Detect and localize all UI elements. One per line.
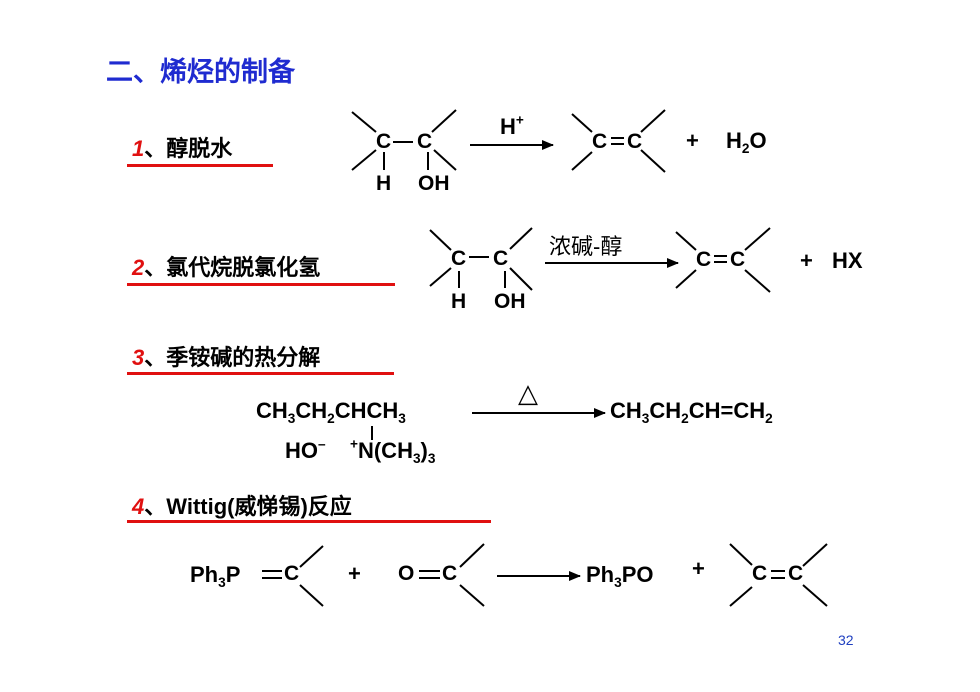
heat-symbol: △ [518, 378, 538, 408]
catalyst-label: H+ [500, 112, 524, 139]
plus-sign: + [800, 248, 813, 273]
bond-line [509, 227, 533, 250]
atom-label: C [451, 247, 467, 270]
page-number: 32 [838, 632, 854, 648]
bond-line [459, 543, 485, 568]
atom-label: C [752, 562, 768, 585]
plus-sign: + [692, 556, 705, 581]
bond-line [675, 231, 697, 251]
page-title: 二、烯烃的制备 [106, 57, 295, 87]
bond-line [509, 267, 533, 291]
bond-line [571, 151, 593, 171]
atom-label: C [376, 130, 392, 153]
atom-label: H [451, 290, 467, 313]
bond-line [744, 269, 771, 293]
bond-line [571, 113, 593, 133]
atom-label: H [376, 172, 392, 195]
section-4-underline [127, 520, 491, 523]
section-2-underline [127, 283, 395, 286]
atom-label: C [788, 562, 804, 585]
atom-label: C [493, 247, 509, 270]
ylide-formula: Ph3P [190, 562, 241, 590]
bond-line [640, 149, 666, 173]
bond-line [744, 227, 771, 251]
plus-sign: + [348, 561, 361, 586]
ammonium-group: +N(CH3)3 [350, 436, 436, 466]
bond-line [299, 545, 324, 568]
bond-line [802, 543, 828, 567]
atom-label: C [417, 130, 433, 153]
section-3-heading: 3、季铵碱的热分解 [132, 345, 321, 370]
atom-label: C [696, 248, 712, 271]
atom-label: OH [494, 290, 526, 313]
plus-sign: + [686, 128, 699, 153]
bond-line [729, 586, 753, 607]
bond-line [675, 269, 697, 289]
product-formula: CH3CH2CH=CH2 [610, 398, 773, 426]
atom-label: C [627, 130, 643, 153]
bond-line [640, 109, 666, 133]
bond-line [802, 584, 828, 607]
section-1-heading: 1、醇脱水 [132, 136, 233, 161]
hydroxide-label: HO– [285, 436, 326, 463]
bond-line [459, 584, 485, 607]
reaction-condition: 浓碱-醇 [549, 234, 623, 259]
section-3-underline [127, 372, 394, 375]
bond-line [429, 229, 452, 251]
atom-label: O [398, 562, 415, 585]
reactant-formula: CH3CH2CHCH3 [256, 398, 406, 426]
phosphine-oxide-formula: Ph3PO [586, 562, 654, 590]
bond-line [351, 149, 377, 171]
section-4-heading: 4、Wittig(威悌锡)反应 [132, 494, 352, 519]
atom-label: C [442, 562, 458, 585]
atom-label: C [592, 130, 608, 153]
atom-label: C [284, 562, 300, 585]
section-2-heading: 2、氯代烷脱氯化氢 [132, 255, 321, 280]
byproduct-formula: HX [832, 248, 863, 273]
water-formula: H2O [726, 128, 767, 156]
bond-line [429, 267, 452, 287]
bond-line [729, 543, 753, 566]
bond-line [351, 111, 377, 133]
bond-line [299, 584, 324, 607]
atom-label: C [730, 248, 746, 271]
atom-label: OH [418, 172, 450, 195]
section-1-underline [127, 164, 273, 167]
bond-line [431, 109, 457, 133]
bond-line [433, 149, 457, 171]
